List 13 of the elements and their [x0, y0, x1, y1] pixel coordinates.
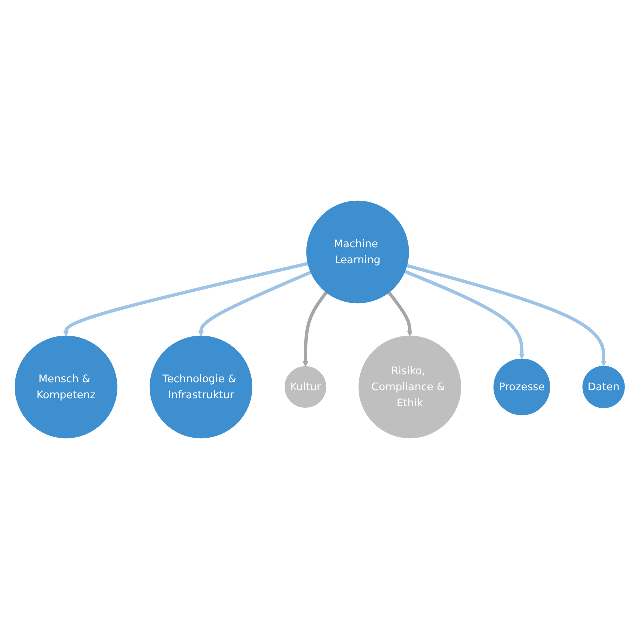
arrow: [63, 262, 309, 337]
arrow: [404, 270, 525, 360]
node-circle: Mensch & Kompetenz: [14, 336, 118, 439]
arrow: [302, 292, 328, 368]
node-circle: Prozesse: [494, 359, 550, 416]
arrow: [406, 264, 607, 367]
node-circle: Kultur: [284, 366, 326, 408]
node-circle: Machine Learning: [306, 201, 410, 304]
arrow: [388, 292, 413, 337]
arrow: [198, 271, 312, 337]
node-circle: Daten: [582, 366, 626, 409]
node-circle: Risiko, Compliance & Ethik: [358, 336, 462, 439]
node-circle: Technologie & Infrastruktur: [150, 336, 253, 439]
